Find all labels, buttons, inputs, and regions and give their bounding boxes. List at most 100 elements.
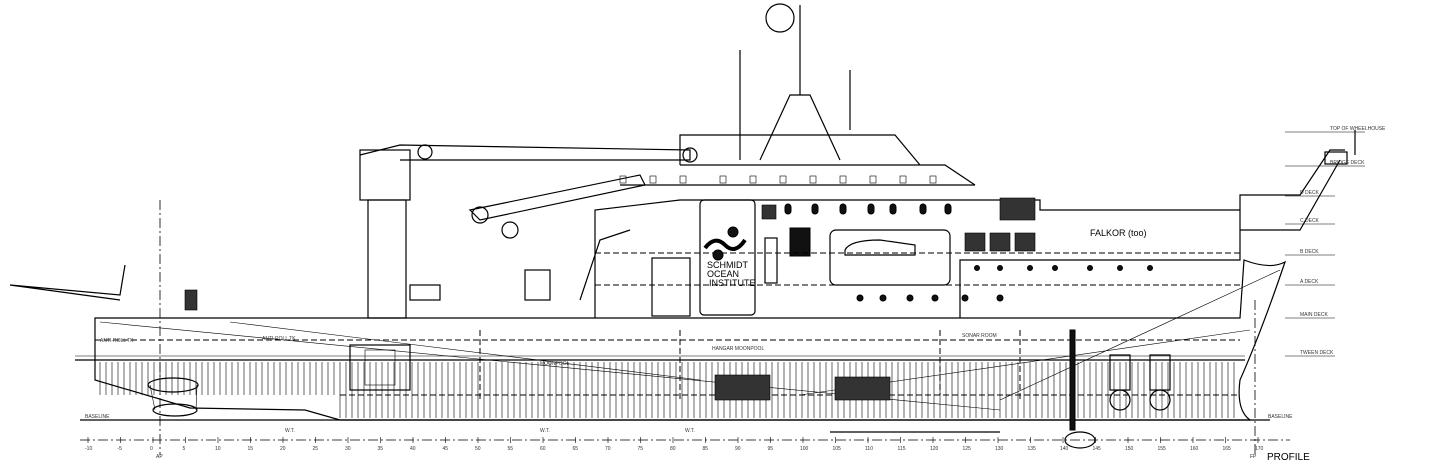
frame-tick-label: 55 (508, 446, 514, 452)
frame-tick-label: 50 (475, 446, 481, 452)
baseline-label-aft: BASELINE (85, 414, 110, 420)
logo-line-2: OCEAN (707, 269, 739, 279)
porthole (997, 265, 1003, 271)
porthole (961, 294, 969, 302)
porthole (974, 265, 980, 271)
deck-level-label: TOP OF WHEELHOUSE (1330, 126, 1386, 132)
frame-tick-label: 45 (443, 446, 449, 452)
frame-tick-label: 130 (995, 446, 1004, 452)
frame-tick-label: 110 (865, 446, 873, 452)
frame-tick-label: 0 (150, 446, 153, 452)
double-bottom-hatching (99, 362, 1235, 418)
hull (75, 259, 1287, 421)
porthole (906, 294, 914, 302)
frame-tick-label: 85 (703, 446, 709, 452)
moonpool-label: MOONPOOL (540, 361, 570, 367)
ship-name: FALKOR (too) (1090, 228, 1147, 238)
frame-tick-label: 160 (1190, 446, 1199, 452)
deck-level-label: A DECK (1300, 279, 1319, 285)
engines (714, 329, 1171, 449)
porthole (1052, 265, 1058, 271)
deck-level-label: B DECK (1300, 249, 1319, 255)
frame-tick-label: -5 (118, 446, 123, 452)
porthole (784, 203, 792, 215)
frame-tick-label: 20 (280, 446, 286, 452)
fwd-perpendicular-label: FP (1250, 454, 1257, 460)
window (719, 175, 727, 184)
frame-tick-label: 70 (605, 446, 611, 452)
frame-scale: -10 -5 0 5 10 15 20 25 30 35 40 45 50 55 60 65 70 75 80 85 9… (80, 200, 1290, 455)
porthole (811, 203, 819, 215)
porthole (944, 203, 952, 215)
window (929, 175, 937, 184)
window (839, 175, 847, 184)
wt-mark: W.T. (685, 428, 695, 434)
window (779, 175, 787, 184)
porthole (919, 203, 927, 215)
porthole (1027, 265, 1033, 271)
frame-tick-label: 30 (345, 446, 351, 452)
frame-tick-label: 60 (540, 446, 546, 452)
porthole (867, 203, 875, 215)
porthole (856, 294, 864, 302)
window (649, 175, 657, 184)
frame-tick-label: 80 (670, 446, 676, 452)
porthole (879, 294, 887, 302)
porthole (1117, 265, 1123, 271)
frame-tick-label: 95 (768, 446, 774, 452)
deck-level-label: TWEEN DECK (1300, 350, 1334, 356)
drawing-title: PROFILE (1267, 452, 1310, 463)
frame-tick-label: 125 (963, 446, 972, 452)
logo-icon (703, 226, 747, 261)
frame-tick-label: 5 (183, 446, 186, 452)
frame-tick-label: 140 (1060, 446, 1069, 452)
window (964, 232, 986, 252)
frame-tick-label: 25 (313, 446, 319, 452)
frame-tick-label: 150 (1125, 446, 1134, 452)
frame-tick-label: 90 (735, 446, 741, 452)
frame-tick-label: 100 (800, 446, 809, 452)
window (989, 232, 1011, 252)
hangar-moonpool-label: HANGAR MOONPOOL (712, 346, 764, 352)
frame-tick-label: 10 (215, 446, 221, 452)
frame-tick-label: 155 (1158, 446, 1167, 452)
deck-cranes (9, 144, 1036, 319)
frame-tick-label: 170 (1255, 446, 1264, 452)
sonar-room-label: SONAR ROOM (962, 333, 997, 339)
frame-tick-label: 105 (833, 446, 842, 452)
window (1014, 232, 1036, 252)
porthole (889, 203, 897, 215)
window (869, 175, 877, 184)
baseline-label-fwd: BASELINE (1268, 414, 1293, 420)
frame-tick-label: 75 (638, 446, 644, 452)
porthole (996, 294, 1004, 302)
frame-tick-label: 35 (378, 446, 384, 452)
frame-tick-label: 165 (1223, 446, 1232, 452)
window (679, 175, 687, 184)
logo-line-1: SCHMIDT (707, 260, 748, 270)
frame-tick-label: 135 (1028, 446, 1037, 452)
frame-tick-label: 145 (1093, 446, 1102, 452)
porthole (1147, 265, 1153, 271)
deck-level-label: C DECK (1300, 218, 1320, 224)
frame-tick-label: 120 (930, 446, 939, 452)
porthole (1087, 265, 1093, 271)
frame-tick-label: 65 (573, 446, 579, 452)
labels: SCHMIDT OCEAN INSTITUTE FALKOR (too) PRO… (85, 126, 1386, 463)
deck-level-label: D DECK (1300, 190, 1320, 196)
superstructure (594, 3, 1356, 318)
window (809, 175, 817, 184)
window (899, 175, 907, 184)
aft-perpendicular-label: AP (156, 454, 163, 460)
logo-line-3: INSTITUTE (709, 278, 756, 288)
deck-level-label: BRIDGE DECK (1330, 160, 1365, 166)
wt-mark: W.T. (540, 428, 550, 434)
anti-roll-tank-aft-label: ANTI-ROLL TK (100, 338, 134, 344)
frame-tick-label: 40 (410, 446, 416, 452)
frame-tick-label: -10 (85, 446, 92, 452)
anti-roll-tank-fwd-label: ANTI-ROLL TK (262, 336, 296, 342)
frame-tick-label: 15 (248, 446, 254, 452)
wt-mark: W.T. (285, 428, 295, 434)
porthole (931, 294, 939, 302)
